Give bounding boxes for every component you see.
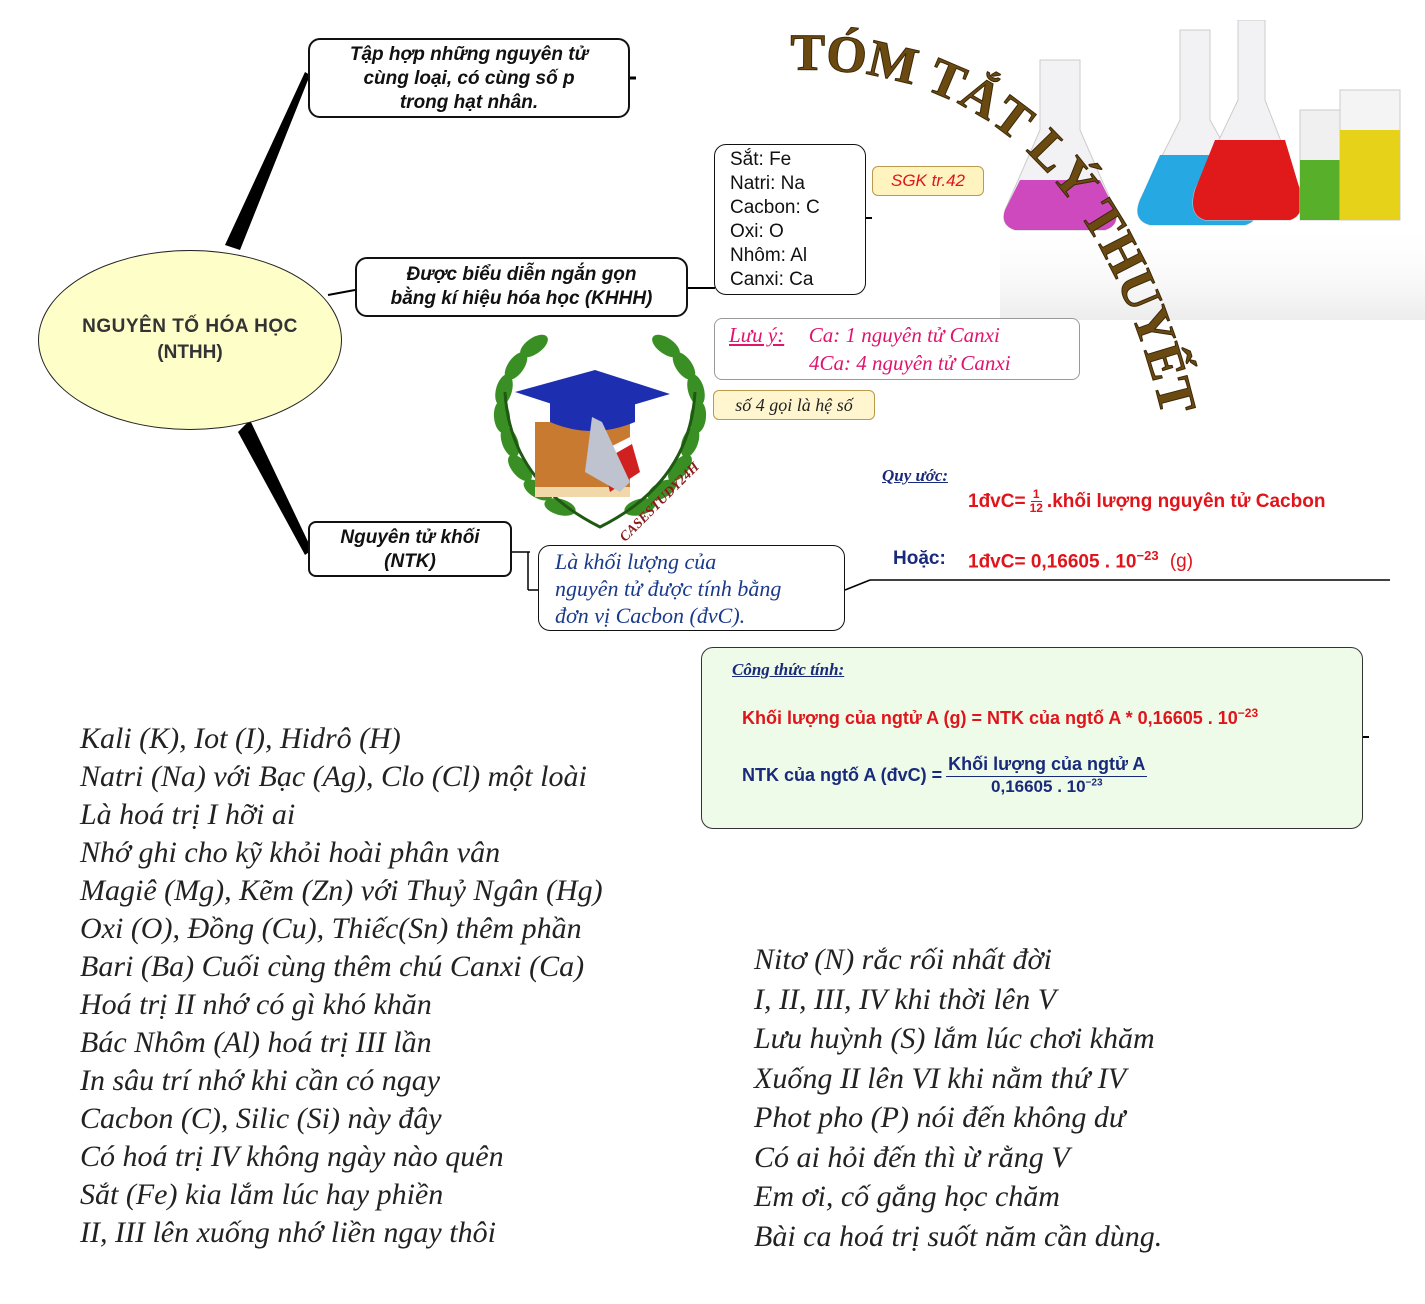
formula-2-unit: (g): [1169, 551, 1194, 573]
convention-label: Quy ước:: [882, 466, 949, 485]
poem-line: Là hoá trị I hỡi ai: [80, 798, 296, 831]
ntk-def-line2: nguyên tử được tính bằng: [555, 576, 782, 601]
center-node-line1: NGUYÊN TỐ HÓA HỌC: [82, 316, 298, 337]
mass-formula: Khối lượng của ngtử A (g) = NTK của ngtố…: [742, 706, 1258, 729]
element-item: Oxi: O: [730, 221, 784, 242]
formula-1-right: .khối lượng nguyên tử Cacbon: [1046, 490, 1326, 512]
fraction-numerator: 1: [1030, 487, 1042, 502]
ntk-def-line3: đơn vị Cacbon (đvC).: [555, 603, 746, 628]
sgk-reference-text: SGK tr.42: [890, 171, 965, 190]
symbol-line1: Được biểu diễn ngắn gọn: [406, 264, 637, 285]
center-node-line2: (NTHH): [157, 342, 223, 363]
poem-line: Hoá trị II nhớ có gì khó khăn: [80, 988, 432, 1021]
sgk-reference: SGK tr.42: [872, 166, 984, 196]
convention-formula-1: 1đvC= 1 12 .khối lượng nguyên tử Cacbon: [968, 488, 1325, 515]
poem-line: Có hoá trị IV không ngày nào quên: [80, 1140, 504, 1173]
symbol-line2: bằng kí hiệu hóa học (KHHH): [390, 288, 653, 309]
ntk-line1: Nguyên tử khối: [340, 527, 480, 548]
formula-2-text: 1đvC= 0,16605 . 10: [968, 551, 1137, 573]
poem-line: Em ơi, cố gắng học chăm: [754, 1180, 1060, 1213]
ntk-line2: (NTK): [384, 551, 436, 572]
definition-box: Tập hợp những nguyên tử cùng loại, có cù…: [308, 38, 630, 118]
poem-line: Cacbon (C), Silic (Si) này đây: [80, 1102, 442, 1135]
poem-line: In sâu trí nhớ khi cần có ngay: [80, 1064, 441, 1097]
coefficient-note: số 4 gọi là hệ số: [713, 390, 875, 420]
formula-1-left: 1đvC=: [968, 490, 1026, 512]
poem-line: Oxi (O), Đồng (Cu), Thiếc(Sn) thêm phần: [80, 912, 582, 945]
element-item: Nhôm: Al: [730, 245, 808, 266]
connector-lines: [225, 72, 1390, 591]
note-line2: 4Ca: 4 nguyên tử Canxi: [809, 351, 1011, 375]
poem-line: II, III lên xuống nhớ liền ngay thôi: [80, 1216, 496, 1249]
element-item: Sắt: Fe: [730, 149, 792, 170]
poem-line: Có ai hỏi đến thì ừ rằng V: [754, 1140, 1070, 1174]
poem-left: Kali (K), Iot (I), Hidrô (H) Natri (Na) …: [80, 720, 603, 1252]
symbol-box: Được biểu diễn ngắn gọn bằng kí hiệu hóa…: [355, 257, 688, 317]
mass-formula-text: Khối lượng của ngtử A (g) = NTK của ngtố…: [742, 708, 1238, 728]
poem-line: Xuống II lên VI khi nằm thứ IV: [754, 1061, 1127, 1095]
element-item: Cacbon: C: [730, 197, 820, 218]
element-item: Natri: Na: [730, 173, 805, 194]
poem-line: Natri (Na) với Bạc (Ag), Clo (Cl) một lo…: [80, 760, 587, 793]
fraction-denominator: 12: [1029, 501, 1043, 515]
ntk-formula-denominator: 0,16605 . 10−23: [991, 777, 1103, 797]
lab-flasks-image: [1000, 20, 1425, 320]
coefficient-note-text: số 4 gọi là hệ số: [735, 395, 853, 415]
casestudy-logo: CASESTUDY24H: [493, 334, 707, 542]
ntk-formula: NTK của ngtố A (đvC) = Khối lượng của ng…: [742, 754, 1148, 797]
formula-2-exponent: −23: [1136, 548, 1159, 563]
or-label: Hoặc:: [893, 548, 946, 569]
ntk-formula-denominator-text: 0,16605 . 10: [991, 777, 1086, 796]
definition-line1: Tập hợp những nguyên tử: [349, 44, 589, 65]
convention-formula-2: 1đvC= 0,16605 . 10−23 (g): [968, 548, 1193, 573]
ntk-formula-fraction: Khối lượng của ngtử A 0,16605 . 10−23: [946, 754, 1148, 797]
ntk-formula-left: NTK của ngtố A (đvC) =: [742, 765, 943, 785]
poem-line: Bác Nhôm (Al) hoá trị III lần: [80, 1026, 432, 1059]
note-label: Lưu ý:: [729, 323, 785, 347]
poem-line: Lưu huỳnh (S) lắm lúc chơi khăm: [754, 1022, 1155, 1055]
formula-box-tick: [1363, 736, 1369, 738]
poem-line: Nhớ ghi cho kỹ khỏi hoài phân vân: [80, 836, 501, 869]
note-callout: Lưu ý: Ca: 1 nguyên tử Canxi 4Ca: 4 nguy…: [714, 318, 1080, 380]
mass-formula-exponent: −23: [1237, 706, 1259, 720]
ntk-box: Nguyên tử khối (NTK): [308, 521, 512, 577]
poem-line: Magiê (Mg), Kẽm (Zn) với Thuỷ Ngân (Hg): [80, 874, 603, 907]
poem-right: Nitơ (N) rắc rối nhất đời I, II, III, IV…: [754, 940, 1162, 1256]
formula-box-label: Công thức tính:: [732, 660, 845, 679]
definition-line3: trong hạt nhân.: [399, 92, 539, 113]
poem-line: Sắt (Fe) kia lắm lúc hay phiền: [80, 1178, 444, 1211]
poem-line: Nitơ (N) rắc rối nhất đời: [754, 943, 1052, 976]
poem-line: Kali (K), Iot (I), Hidrô (H): [80, 722, 401, 755]
definition-line2: cùng loại, có cùng số p: [363, 68, 575, 89]
poem-line: Bài ca hoá trị suốt năm cần dùng.: [754, 1219, 1163, 1253]
element-item: Canxi: Ca: [730, 269, 814, 290]
ntk-def-line1: Là khối lượng của: [555, 549, 717, 574]
ntk-formula-denominator-exponent: −23: [1085, 777, 1103, 789]
ntk-formula-numerator: Khối lượng của ngtử A: [946, 754, 1148, 777]
ntk-definition-box: Là khối lượng của nguyên tử được tính bằ…: [538, 545, 845, 631]
poem-line: I, II, III, IV khi thời lên V: [754, 982, 1057, 1016]
fraction-one-twelfth: 1 12: [1030, 488, 1043, 515]
poem-line: Bari (Ba) Cuối cùng thêm chú Canxi (Ca): [80, 950, 585, 983]
center-node: NGUYÊN TỐ HÓA HỌC (NTHH): [38, 250, 342, 430]
note-line1: Ca: 1 nguyên tử Canxi: [808, 323, 1000, 347]
formula-box: Công thức tính: Khối lượng của ngtử A (g…: [701, 647, 1363, 829]
elements-list-box: Sắt: Fe Natri: Na Cacbon: C Oxi: O Nhôm:…: [714, 144, 866, 295]
poem-line: Phot pho (P) nói đến không dư: [754, 1101, 1126, 1134]
